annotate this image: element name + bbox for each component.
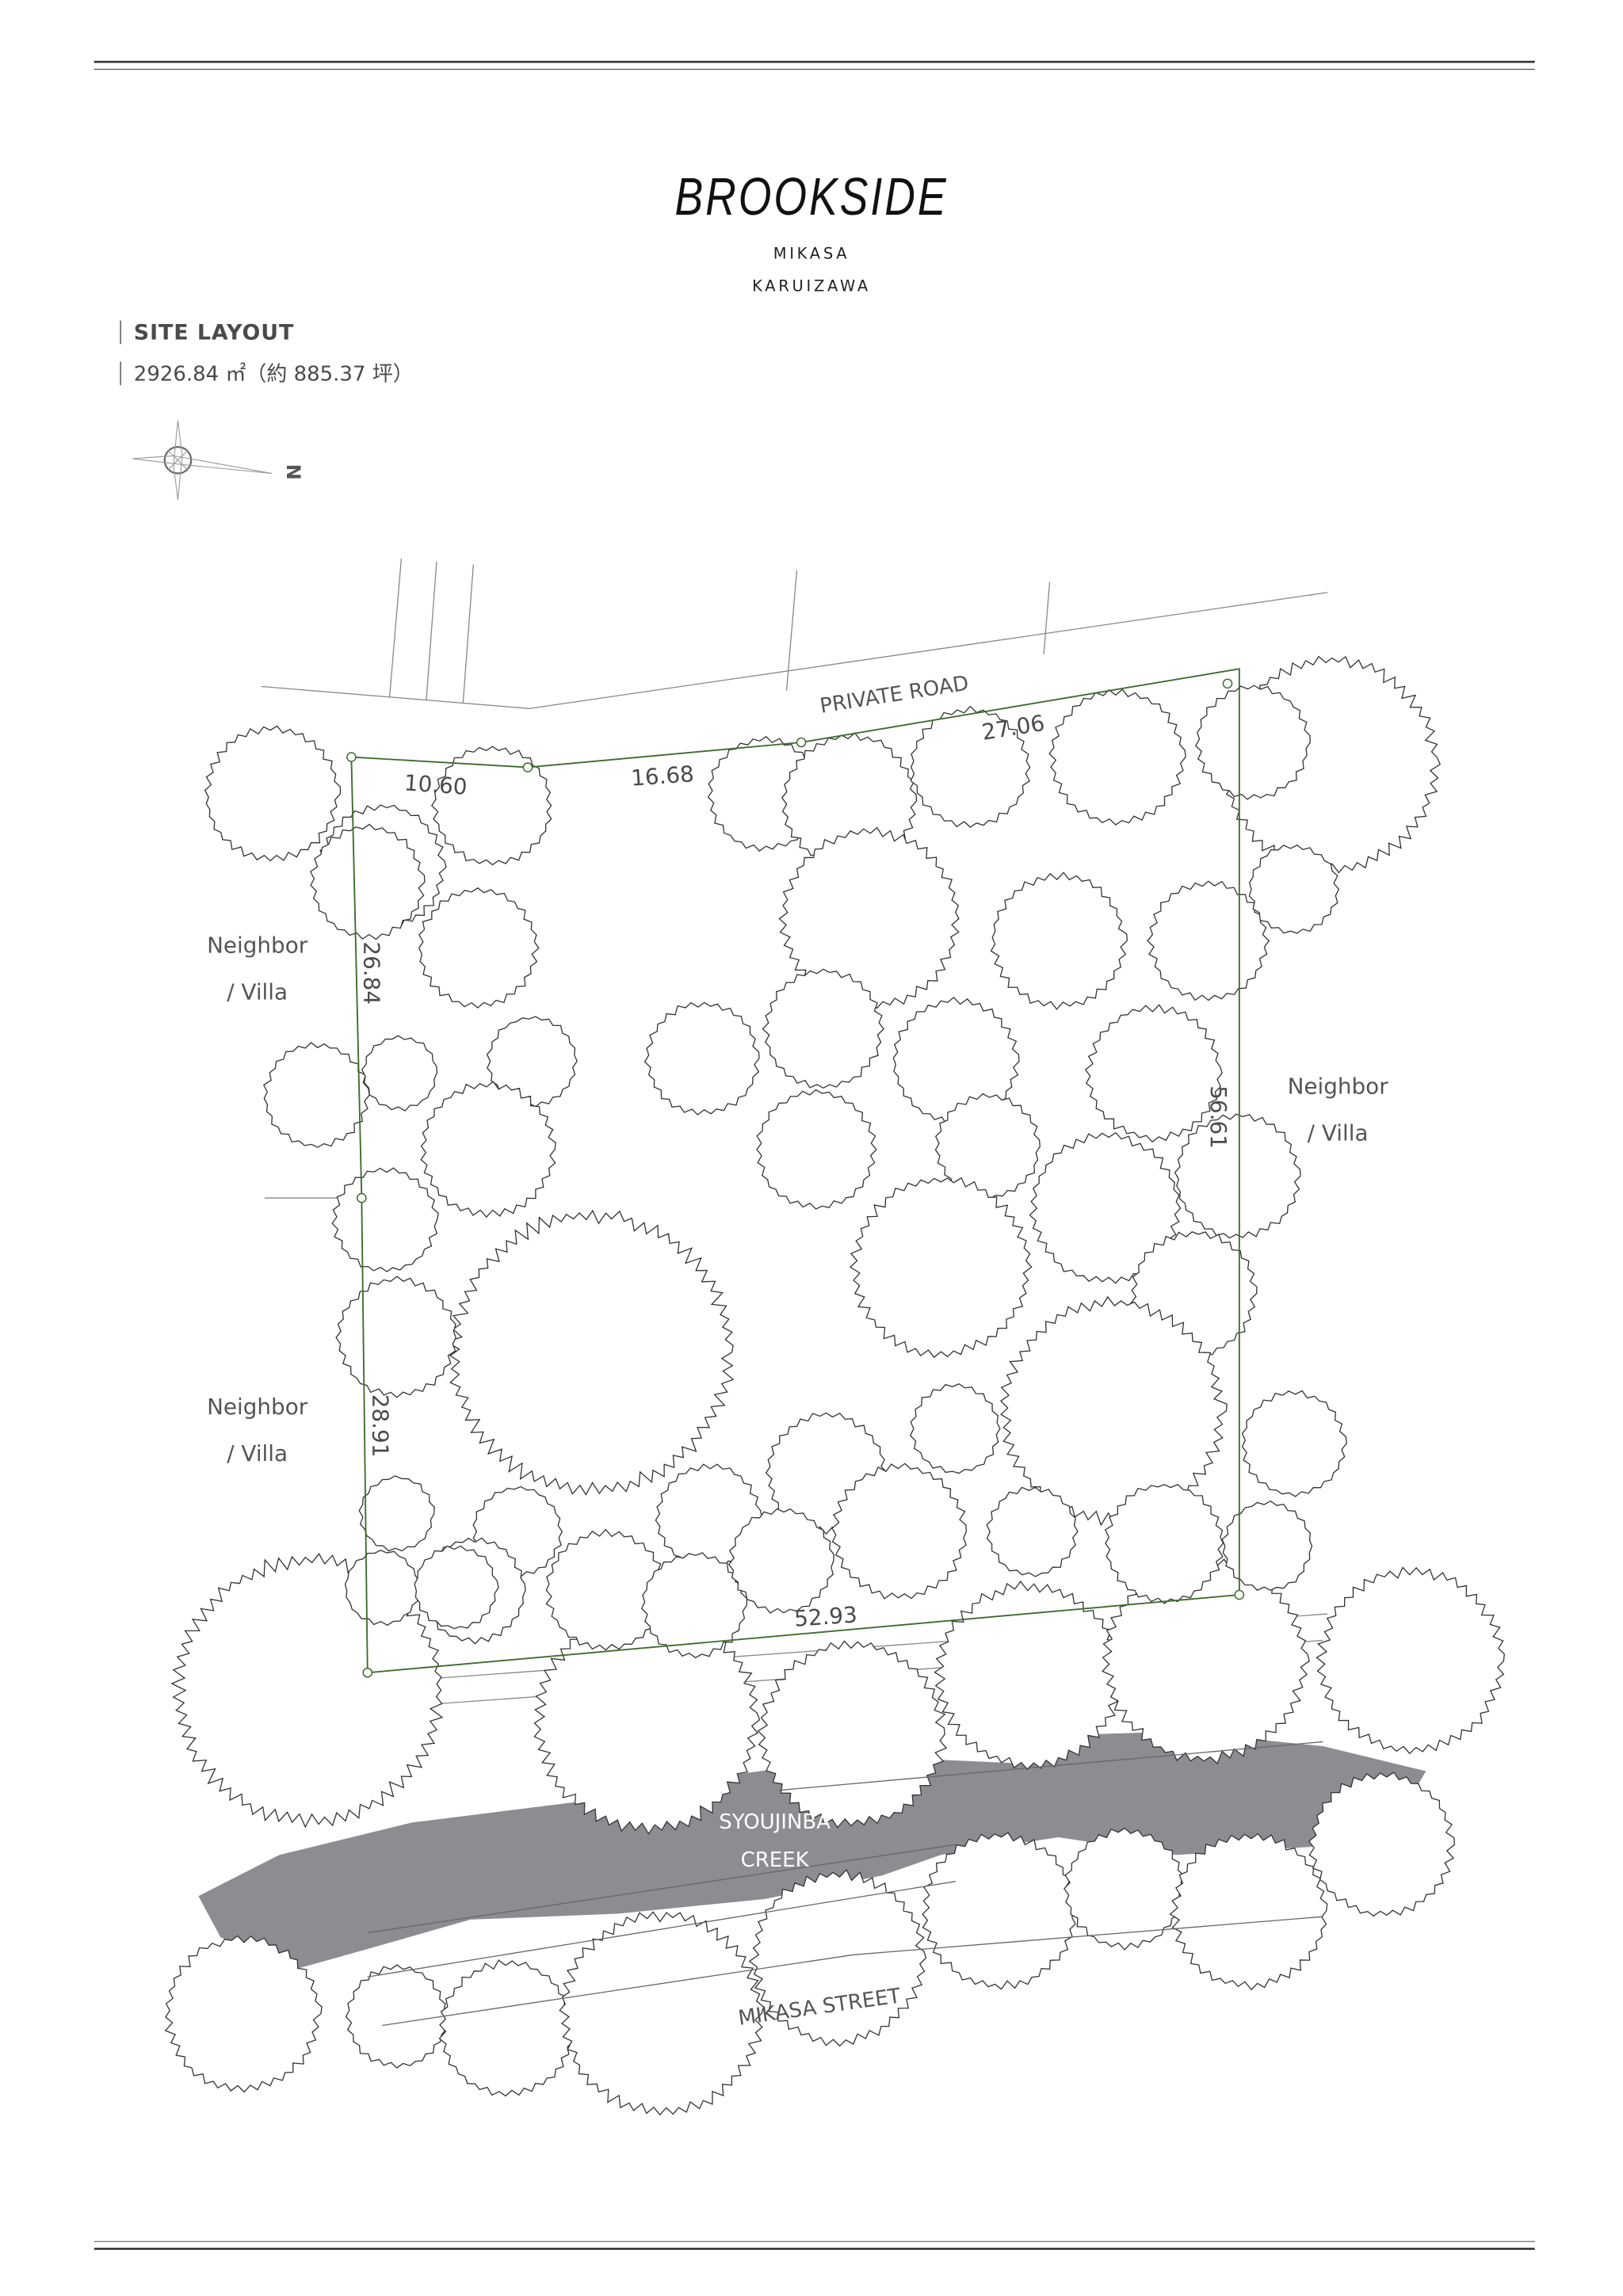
tree-canopy-icon (164, 1935, 323, 2093)
tree-canopy-icon (559, 1911, 765, 2116)
neighbor-left-bottom: Neighbor (207, 1394, 308, 1420)
tree-canopy-icon (344, 1550, 421, 1627)
compass-rose-icon (132, 420, 273, 500)
tree-canopy-icon (1064, 1827, 1185, 1951)
tree-canopy-icon (1169, 1833, 1328, 1991)
tree-canopy-group (164, 655, 1505, 2116)
brand-subtitle-mikasa: MIKASA (773, 245, 850, 263)
tree-canopy-icon (486, 1016, 578, 1108)
tree-canopy-icon (748, 1868, 927, 2047)
dim-top-mid: 16.68 (630, 761, 695, 791)
site-boundary (346, 668, 1245, 1678)
tree-canopy-icon (331, 1167, 439, 1272)
tree-canopy-icon (922, 1832, 1079, 1990)
tree-canopy-icon (934, 1580, 1124, 1771)
tree-canopy-icon (986, 1486, 1079, 1577)
tree-canopy-icon (418, 887, 540, 1009)
tree-canopy-icon (727, 1508, 834, 1614)
creek-label-2: CREEK (741, 1848, 810, 1872)
dim-right: 56.61 (1205, 1085, 1232, 1149)
creek (198, 1731, 1426, 1970)
tree-canopy-icon (1048, 688, 1186, 826)
tree-canopy-icon (762, 968, 884, 1089)
tree-canopy-icon (545, 1528, 666, 1651)
tree-canopy-icon (358, 1475, 435, 1552)
bottom-rule (94, 2241, 1535, 2250)
tree-canopy-icon (345, 1964, 449, 2069)
tree-canopy-icon (420, 1081, 556, 1219)
tree-canopy-icon (431, 746, 552, 866)
neighbor-left-top: Neighbor (207, 932, 308, 958)
tree-canopy-icon (1248, 844, 1340, 934)
tree-canopy-icon (445, 1209, 735, 1496)
tree-canopy-icon (1241, 1390, 1347, 1497)
dim-top-left: 10.60 (403, 769, 468, 799)
site-area: 2926.84 ㎡（約 885.37 坪） (134, 363, 414, 387)
tree-canopy-icon (1084, 1004, 1223, 1143)
section-label: SITE LAYOUT (134, 321, 294, 345)
creek-street-lines (367, 1741, 1323, 2027)
top-rule (94, 60, 1535, 70)
tree-canopy-icon (849, 1177, 1033, 1359)
neighbor-right-sub: / Villa (1308, 1120, 1369, 1146)
tree-canopy-icon (778, 826, 960, 1009)
tree-canopy-icon (757, 1640, 948, 1829)
tree-canopy-icon (335, 1276, 456, 1398)
tree-canopy-icon (1174, 1113, 1301, 1239)
tree-canopy-icon (309, 823, 426, 940)
neighbor-right: Neighbor (1288, 1073, 1389, 1099)
neighbor-left-top-sub: / Villa (227, 979, 288, 1005)
tree-canopy-icon (909, 1383, 1001, 1474)
tree-canopy-icon (1147, 880, 1270, 1001)
tree-canopy-icon (361, 1035, 437, 1112)
tree-canopy-icon (414, 1545, 499, 1630)
tree-canopy-icon (756, 1089, 877, 1210)
tree-canopy-icon (640, 1552, 748, 1659)
brand-subtitle-karuizawa: KARUIZAWA (752, 277, 871, 295)
tree-canopy-icon (831, 1463, 967, 1600)
tree-canopy-icon (204, 725, 342, 862)
neighbor-left-bottom-sub: / Villa (227, 1440, 288, 1466)
north-label: N (282, 464, 304, 480)
dim-left-lower: 28.91 (368, 1394, 394, 1458)
tree-canopy-icon (438, 1959, 575, 2097)
tree-canopy-icon (1194, 685, 1311, 800)
brand-title: BROOKSIDE (674, 168, 948, 227)
tree-canopy-icon (1104, 1484, 1224, 1604)
tree-canopy-icon (643, 1001, 760, 1116)
dim-bottom: 52.93 (793, 1601, 858, 1631)
tree-canopy-icon (910, 705, 1031, 828)
dim-left-upper: 26.84 (358, 941, 384, 1005)
tree-canopy-icon (990, 871, 1128, 1010)
tree-canopy-icon (1316, 1566, 1505, 1755)
tree-canopy-icon (262, 1042, 370, 1148)
tree-canopy-icon (934, 1093, 1041, 1200)
creek-label: SYOUJINBA (719, 1810, 831, 1834)
tree-canopy-icon (1308, 1772, 1456, 1917)
tree-canopy-icon (1221, 1500, 1313, 1591)
private-road-label: PRIVATE ROAD (819, 672, 971, 719)
